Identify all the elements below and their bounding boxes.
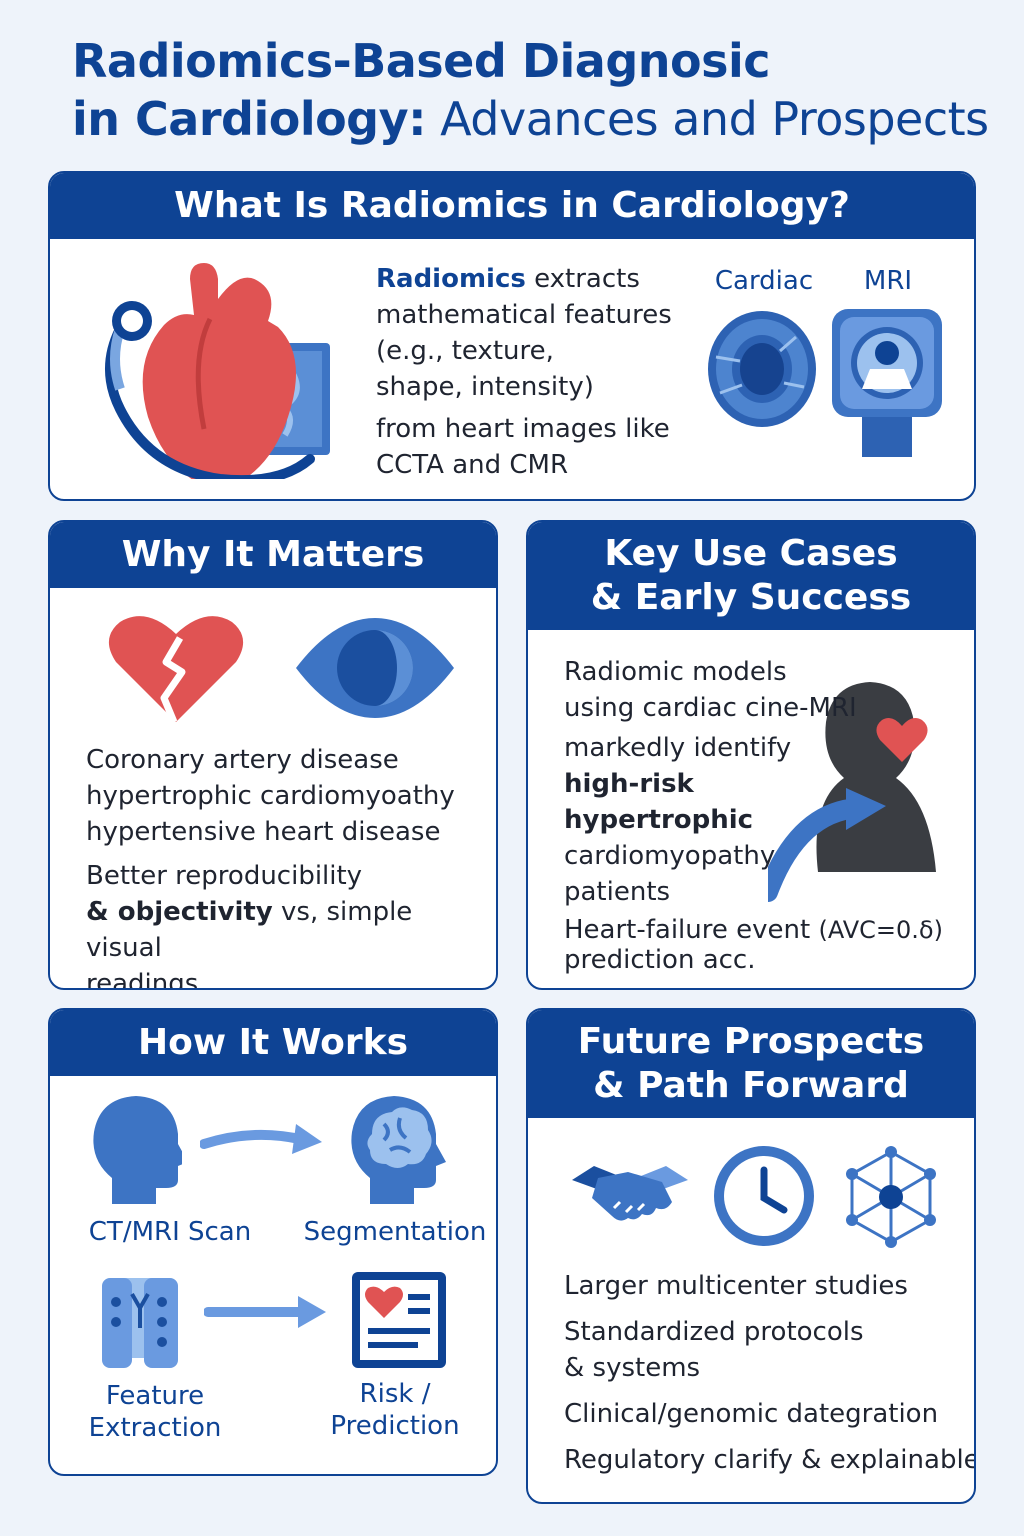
broken-heart-icon [108,616,244,724]
why-card-header: Why It Matters [50,522,496,588]
key-line-6: cardiomyopathy [564,841,776,871]
future-header-line-2: & Path Forward [593,1065,909,1106]
what-line-6: CCTA and CMR [376,450,569,480]
page-title: Radiomics-Based Diagnosic in Cardiology:… [72,32,992,148]
network-icon [846,1146,936,1248]
how-card-header: How It Works [50,1010,496,1076]
key-line-2: using cardiac cine-MRI [564,693,857,723]
key-use-cases-card: Key Use Cases & Early Success Radiomic m… [526,520,976,990]
future-item-multicenter: Larger multicenter studies [564,1271,908,1301]
radiomics-bold: Radiomics [376,264,526,294]
key-line-1: Radiomic models [564,657,787,687]
what-line-2: mathematical features [376,300,672,330]
title-line-2-light: Advances and Prospects [426,92,989,146]
what-card-header: What Is Radiomics in Cardiology? [50,173,974,239]
cardiac-scan-icon [708,311,816,427]
title-line-1: Radiomics-Based Diagnosic [72,34,771,88]
cardiac-label: Cardiac [714,266,814,296]
why-reason-3: readings [86,969,199,990]
future-item-systems: & systems [564,1353,701,1383]
brain-head-icon [351,1096,446,1204]
key-line-4: high-risk [564,769,694,799]
mri-label: MRI [863,266,913,296]
patient-heart-icon [768,682,936,902]
key-header-line-1: Key Use Cases [604,533,898,574]
key-line-3: markedly identify [564,733,792,763]
step-feature-extraction: Feature Extraction [88,1381,222,1443]
key-description: Radiomic models using cardiac cine-MRI m… [564,654,894,910]
future-list: Larger multicenter studies Standardized … [564,1268,974,1478]
heart-stethoscope-icon [105,263,330,479]
mri-machine-icon [832,309,942,457]
key-header-line-2: & Early Success [590,577,912,618]
auc-formula: (AVC=0.δ) [818,916,943,944]
future-item-genomic: Clinical/genomic dategration [564,1399,939,1429]
step-segmentation: Segmentation [303,1217,487,1247]
what-description: Radiomics extracts mathematical features… [376,261,696,483]
future-card-header: Future Prospects & Path Forward [528,1010,974,1118]
why-it-matters-card: Why It Matters Coronary artery disease h… [48,520,498,990]
clock-icon [714,1146,814,1246]
key-card-header: Key Use Cases & Early Success [528,522,974,630]
future-header-line-1: Future Prospects [577,1021,925,1062]
what-line-3: (e.g., texture, [376,336,554,366]
step-ct-mri-scan: CT/MRI Scan [88,1217,252,1247]
key-line-8: Heart-failure event (AVC=0.δ) [564,915,943,945]
what-line-4: shape, intensity) [376,372,594,402]
title-line-2-bold: in Cardiology: [72,92,427,146]
key-line-7: patients [564,877,671,907]
arrow-right-icon-2 [204,1296,326,1328]
step-risk-prediction: Risk / Prediction [330,1379,460,1441]
future-item-regulatory: Regulatory clarify & explainable [564,1445,976,1475]
disease-hypertrophic: hypertrophic cardiomyoathy [86,781,455,811]
how-it-works-card: How It Works CT/MRI Scan Segmentation [48,1008,498,1476]
feature-extraction-icon [102,1278,178,1368]
why-reason-2: & objectivity vs, simple visual [86,897,413,963]
what-is-radiomics-card: What Is Radiomics in Cardiology? Radiomi… [48,171,976,501]
handshake-icon [572,1166,688,1221]
arrow-right-icon-1 [200,1124,322,1154]
why-reason-1: Better reproducibility [86,861,363,891]
key-line-5: hypertrophic [564,805,754,835]
what-line-1: extracts [525,264,640,294]
future-prospects-card: Future Prospects & Path Forward Larger m… [526,1008,976,1504]
eye-icon [296,618,454,718]
what-line-5: from heart images like [376,414,670,444]
disease-coronary: Coronary artery disease [86,745,399,775]
key-line-9: prediction acc. [564,945,756,975]
head-scan-icon [93,1096,182,1204]
future-item-standardized: Standardized protocols [564,1317,864,1347]
disease-hypertensive: hypertensive heart disease [86,817,441,847]
risk-report-icon [352,1272,446,1368]
why-diseases-list: Coronary artery disease hypertrophic car… [86,742,486,990]
